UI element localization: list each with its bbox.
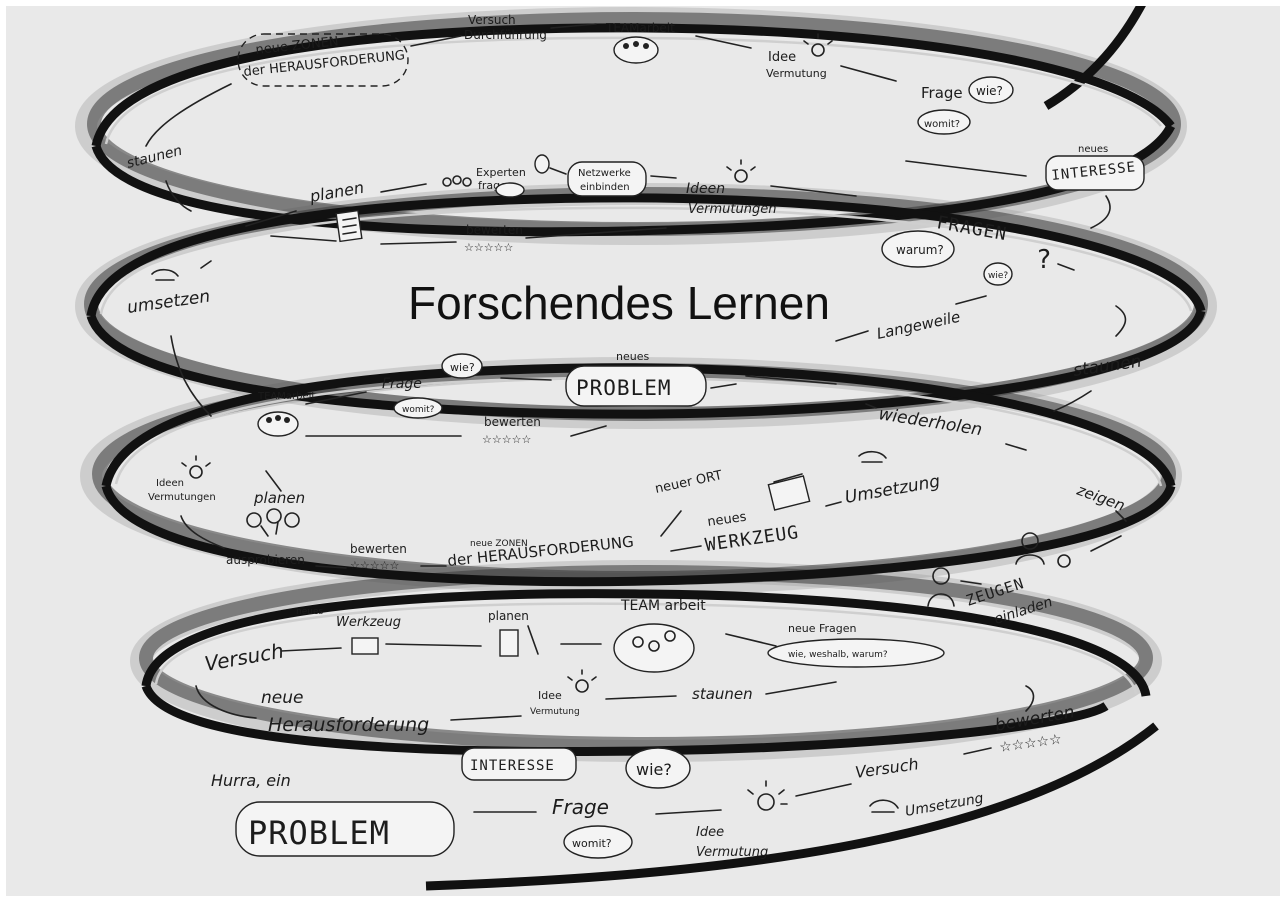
lightbulb-icon (748, 781, 787, 810)
label-bewerten-2: bewerten (466, 223, 523, 237)
label-interesse-7: INTERESSE (470, 758, 555, 774)
label-teamarbeit-4: TEAMarbeit (257, 391, 315, 402)
label-versuch-6: Versuch (203, 638, 286, 675)
label-neues-4: neues (616, 350, 649, 363)
label-problem-7: PROBLEM (248, 814, 390, 852)
label-idee-6: Idee (538, 689, 562, 702)
notepad-icon (336, 211, 362, 242)
label-teamarbeit-6: TEAM arbeit (620, 598, 706, 614)
label-idee-7: Idee (696, 825, 724, 840)
spiral-sketchnote: Forschendes Lernen neue ZONEN der HERAUS… (6, 6, 1280, 896)
label-planen-6: planen (488, 609, 529, 623)
experts-icon (443, 176, 471, 186)
label-warum: warum? (896, 243, 944, 257)
label-stars-2: ☆☆☆☆☆ (464, 241, 513, 254)
notepad-icon (500, 626, 538, 656)
label-teamarbeit: TEAMarbeit (605, 21, 675, 35)
hand-icon (152, 270, 178, 280)
label-ideen-5: Ideen (156, 478, 184, 489)
label-planen-5: planen (253, 489, 305, 507)
label-bewerten-4: bewerten (484, 415, 541, 429)
label-wie-3: wie? (988, 271, 1008, 281)
label-einbinden: einbinden (580, 182, 630, 193)
label-wie-weshalb: wie, weshalb, warum? (788, 650, 888, 660)
page-title: Forschendes Lernen (408, 277, 830, 329)
label-netzwerke: Netzwerke (578, 168, 631, 179)
label-neues-interesse: neues (1078, 144, 1108, 155)
label-vermutungen-2: Vermutungen (688, 202, 776, 217)
label-neues-werkzeug: neues (706, 510, 747, 530)
team-icon (614, 624, 694, 672)
label-womit-4: womit? (402, 405, 435, 415)
label-vermutungen-5: Vermutungen (148, 492, 216, 503)
label-neue-fragen: neue Fragen (788, 622, 857, 635)
label-neues-6: neues (296, 607, 323, 617)
label-bewerten-5: bewerten (350, 542, 407, 556)
label-umsetzung-5: Umsetzung (843, 471, 941, 507)
label-versuch-7: Versuch (854, 754, 920, 782)
label-stars-7: ☆☆☆☆☆ (998, 731, 1062, 756)
label-frage: Frage (921, 84, 963, 102)
label-stars-4: ☆☆☆☆☆ (482, 433, 531, 446)
label-womit: womit? (924, 119, 960, 130)
label-vermutung-7: Vermutung (696, 845, 768, 860)
toolbox-icon (768, 474, 809, 510)
lightbulb-icon (568, 670, 596, 692)
label-zeigen: zeigen (1074, 481, 1128, 515)
label-wie: wie? (976, 84, 1003, 98)
label-staunen-6: staunen (692, 685, 753, 703)
label-wie-7: wie? (636, 760, 672, 779)
label-umsetzen: umsetzen (126, 287, 211, 318)
label-problem-4: PROBLEM (576, 376, 672, 400)
hand-icon (870, 800, 898, 812)
label-herausforderung-6: Herausforderung (268, 714, 429, 736)
label-vermutung-6: Vermutung (530, 707, 580, 717)
hand-icon (859, 452, 886, 462)
label-hurra: Hurra, ein (211, 771, 291, 790)
label-langeweile: Langeweile (875, 308, 962, 343)
team-icon (258, 412, 298, 436)
question-mark-icon: ? (1036, 245, 1053, 275)
label-ausprobieren: ausprobieren (226, 553, 305, 567)
label-neuer-ort: neuer ORT (654, 468, 724, 497)
label-durchfuehrung: Durchführung (464, 28, 547, 42)
label-stars-5: ☆☆☆☆☆ (350, 559, 399, 572)
lightbulb-icon (182, 456, 210, 478)
label-womit-7: womit? (572, 837, 612, 850)
label-frage-7: Frage (552, 795, 609, 819)
label-werkzeug-6: Werkzeug (336, 615, 401, 630)
toolbox-icon (352, 638, 378, 654)
label-experten: Experten (476, 166, 526, 179)
label-frage-4: Frage (382, 376, 422, 392)
lightbulb-icon (727, 160, 755, 182)
label-ideen-2: Ideen (686, 181, 725, 197)
label-idee: Idee (768, 50, 796, 65)
sketchnote-canvas: Forschendes Lernen neue ZONEN der HERAUS… (6, 6, 1280, 896)
label-vermutung: Vermutung (766, 67, 827, 80)
label-versuch: Versuch (468, 13, 516, 27)
label-wie-4: wie? (450, 361, 475, 374)
label-neue-6: neue (261, 688, 303, 708)
lightbulbs-icon (247, 509, 299, 536)
team-icon (614, 37, 658, 63)
